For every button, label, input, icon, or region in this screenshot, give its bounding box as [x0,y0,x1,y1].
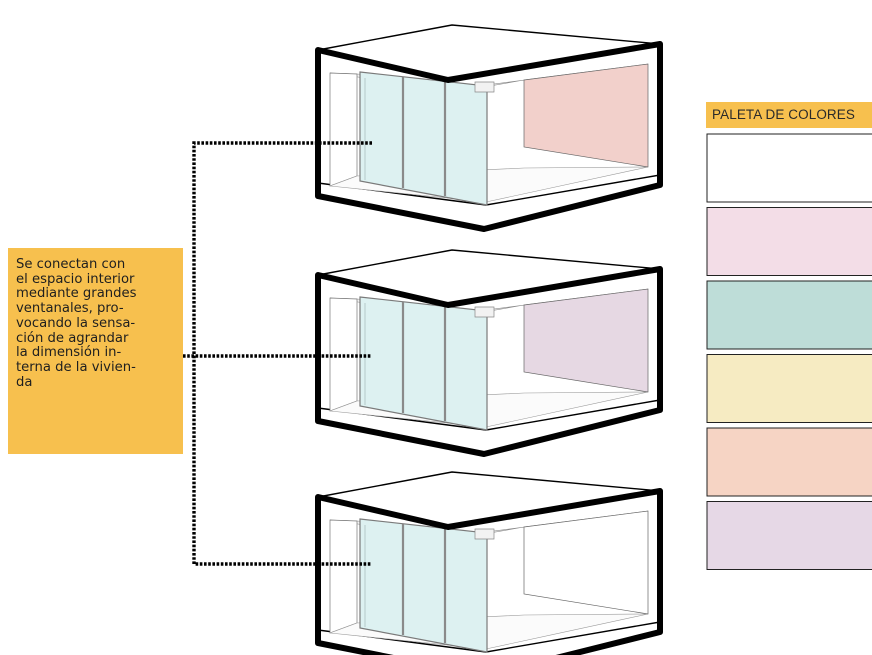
curtain-box [474,306,495,318]
description-line: da [16,374,33,390]
glass-window [359,71,488,206]
back-wall [523,288,649,393]
back-wall [523,510,649,615]
curtain-box [474,81,495,93]
description-line: terna de la vivien- [16,359,136,375]
description-line: mediante grandes [16,286,137,302]
note-background [8,248,183,454]
glass-window [359,296,488,431]
description-line: ventanales, pro- [16,301,124,317]
room-module [315,471,663,655]
connector-line [192,141,372,566]
palette-title: PALETA DE COLORES [712,107,855,122]
description-text: Se conectan con el espacio interior medi… [8,248,183,454]
description-line: Se conectan con [16,257,126,272]
description-line: el espacio interior [16,271,135,287]
palette-swatch [706,501,872,570]
description-line: ción de agrandar [16,330,129,346]
palette-swatch [706,207,872,276]
curtain-box [474,528,495,540]
description-line: vocando la sensa- [16,315,136,331]
palette-swatch [706,280,872,350]
palette-swatch [706,427,872,497]
palette-swatch [706,354,872,423]
side-wall [329,519,358,634]
room-module [315,249,663,457]
side-wall [329,72,358,187]
glass-window [359,518,488,653]
description-line: la dimensión in- [16,345,122,361]
palette-title-background [706,102,872,128]
back-wall [523,63,649,168]
palette-swatch [706,133,872,203]
room-module [315,24,663,232]
